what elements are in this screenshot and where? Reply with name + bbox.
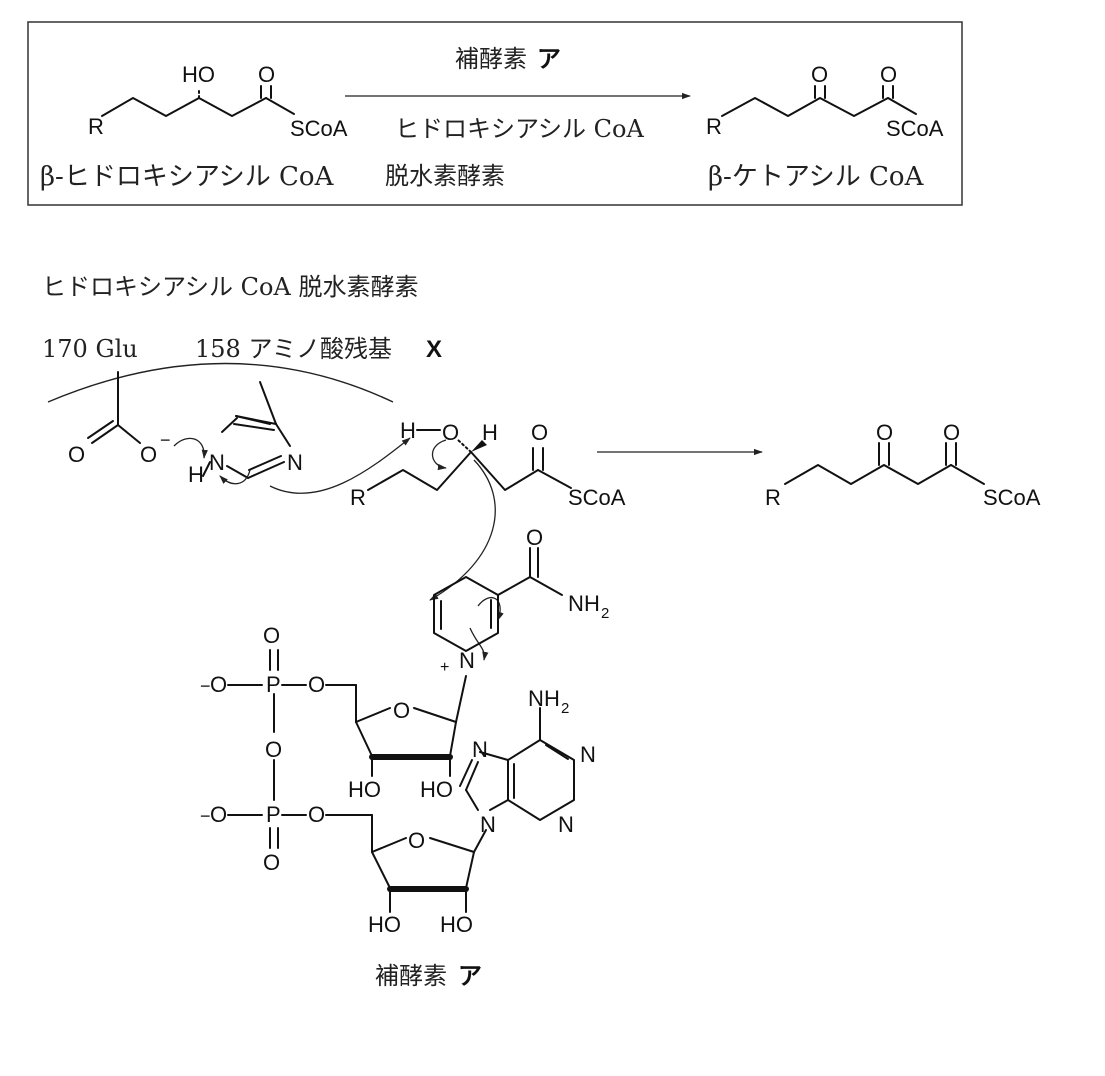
glu-carboxylate: O O − [68, 371, 171, 467]
atom-N: N [580, 742, 596, 767]
atom-SCoA: SCoA [568, 485, 626, 510]
atom-P: P [266, 802, 281, 827]
enzyme-name-line1: ヒドロキシアシル CoA [395, 115, 644, 143]
atom-SCoA: SCoA [290, 116, 348, 141]
atom-O: O [531, 420, 548, 445]
product-name: β-ケトアシル CoA [708, 162, 925, 192]
atom-HO: HO [420, 777, 453, 802]
atom-SCoA: SCoA [886, 116, 944, 141]
coenzyme-label: 補酵素 [375, 962, 447, 990]
atom-O: O [210, 802, 227, 827]
charge-minus: − [160, 430, 171, 450]
reactant-structure: R HO O SCoA [88, 62, 348, 141]
atom-O: O [876, 420, 893, 445]
atom-SCoA: SCoA [983, 485, 1041, 510]
atom-R: R [350, 485, 366, 510]
adenine: N H 2 N N N N [459, 686, 596, 853]
atom-O: O [265, 737, 282, 762]
atom-HO: HO [440, 912, 473, 937]
atom-P: P [266, 672, 281, 697]
his-imidazole: N N H [188, 381, 303, 487]
charge-minus: − [200, 806, 211, 826]
subscript-2: 2 [601, 605, 609, 622]
atom-R: R [706, 114, 722, 139]
residue-glu-label: 170 Glu [42, 335, 138, 363]
residue-x-label: 158 アミノ酸残基 [195, 335, 392, 363]
atom-O: O [68, 442, 85, 467]
product-structure: R O O SCoA [706, 62, 944, 141]
mechanism-product: R O O SCoA [765, 420, 1041, 510]
atom-O: O [408, 828, 425, 853]
atom-R: R [765, 485, 781, 510]
charge-minus: − [200, 676, 211, 696]
atom-O: O [263, 623, 280, 648]
scheme-coenzyme-letter: ア [537, 46, 561, 73]
atom-H: H [188, 462, 204, 487]
atom-HO: HO [368, 912, 401, 937]
nicotinamide-ring: O N H 2 N + [433, 525, 609, 676]
atom-O: O [210, 672, 227, 697]
subscript-2: 2 [561, 700, 569, 717]
reaction-scheme-box: R HO O SCoA β-ヒドロキシアシル CoA 補酵素 ア ヒドロキシアシ… [27, 21, 963, 206]
atom-N: N [472, 737, 488, 762]
scheme-coenzyme-label: 補酵素 [455, 45, 527, 73]
atom-H: H [544, 686, 560, 711]
atom-H: H [482, 420, 498, 445]
atom-HO: HO [348, 777, 381, 802]
atom-O: O [308, 802, 325, 827]
atom-O: O [526, 525, 543, 550]
atom-N: N [209, 450, 225, 475]
atom-O: O [263, 850, 280, 875]
atom-O: O [393, 698, 410, 723]
atom-N: N [287, 450, 303, 475]
ribose-lower: O HO HO [368, 814, 475, 937]
enzyme-backbone-arc [47, 362, 394, 403]
atom-N: N [459, 648, 475, 673]
scheme-border [27, 21, 963, 206]
substrate-structure: R H O H O SCoA [350, 418, 626, 510]
atom-HO: HO [182, 62, 215, 87]
atom-N: N [568, 591, 584, 616]
charge-plus: + [440, 659, 449, 676]
mechanism-title: ヒドロキシアシル CoA 脱水素酵素 [42, 273, 418, 301]
atom-O: O [140, 442, 157, 467]
atom-O: O [811, 62, 828, 87]
atom-O: O [880, 62, 897, 87]
enzyme-name-line2: 脱水素酵素 [385, 162, 505, 190]
atom-N: N [528, 686, 544, 711]
atom-H: H [400, 418, 416, 443]
atom-N: N [558, 812, 574, 837]
ribose-upper: O HO HO [348, 675, 467, 802]
atom-O: O [308, 672, 325, 697]
diphosphate: O P − O O O P − O O O [200, 623, 373, 875]
residue-x-letter: X [426, 336, 442, 363]
atom-N: N [480, 812, 496, 837]
atom-O: O [943, 420, 960, 445]
reactant-name: β-ヒドロキシアシル CoA [40, 162, 335, 192]
atom-O: O [258, 62, 275, 87]
coenzyme-letter: ア [458, 963, 482, 990]
atom-R: R [88, 114, 104, 139]
atom-O: O [442, 420, 459, 445]
atom-H: H [584, 591, 600, 616]
